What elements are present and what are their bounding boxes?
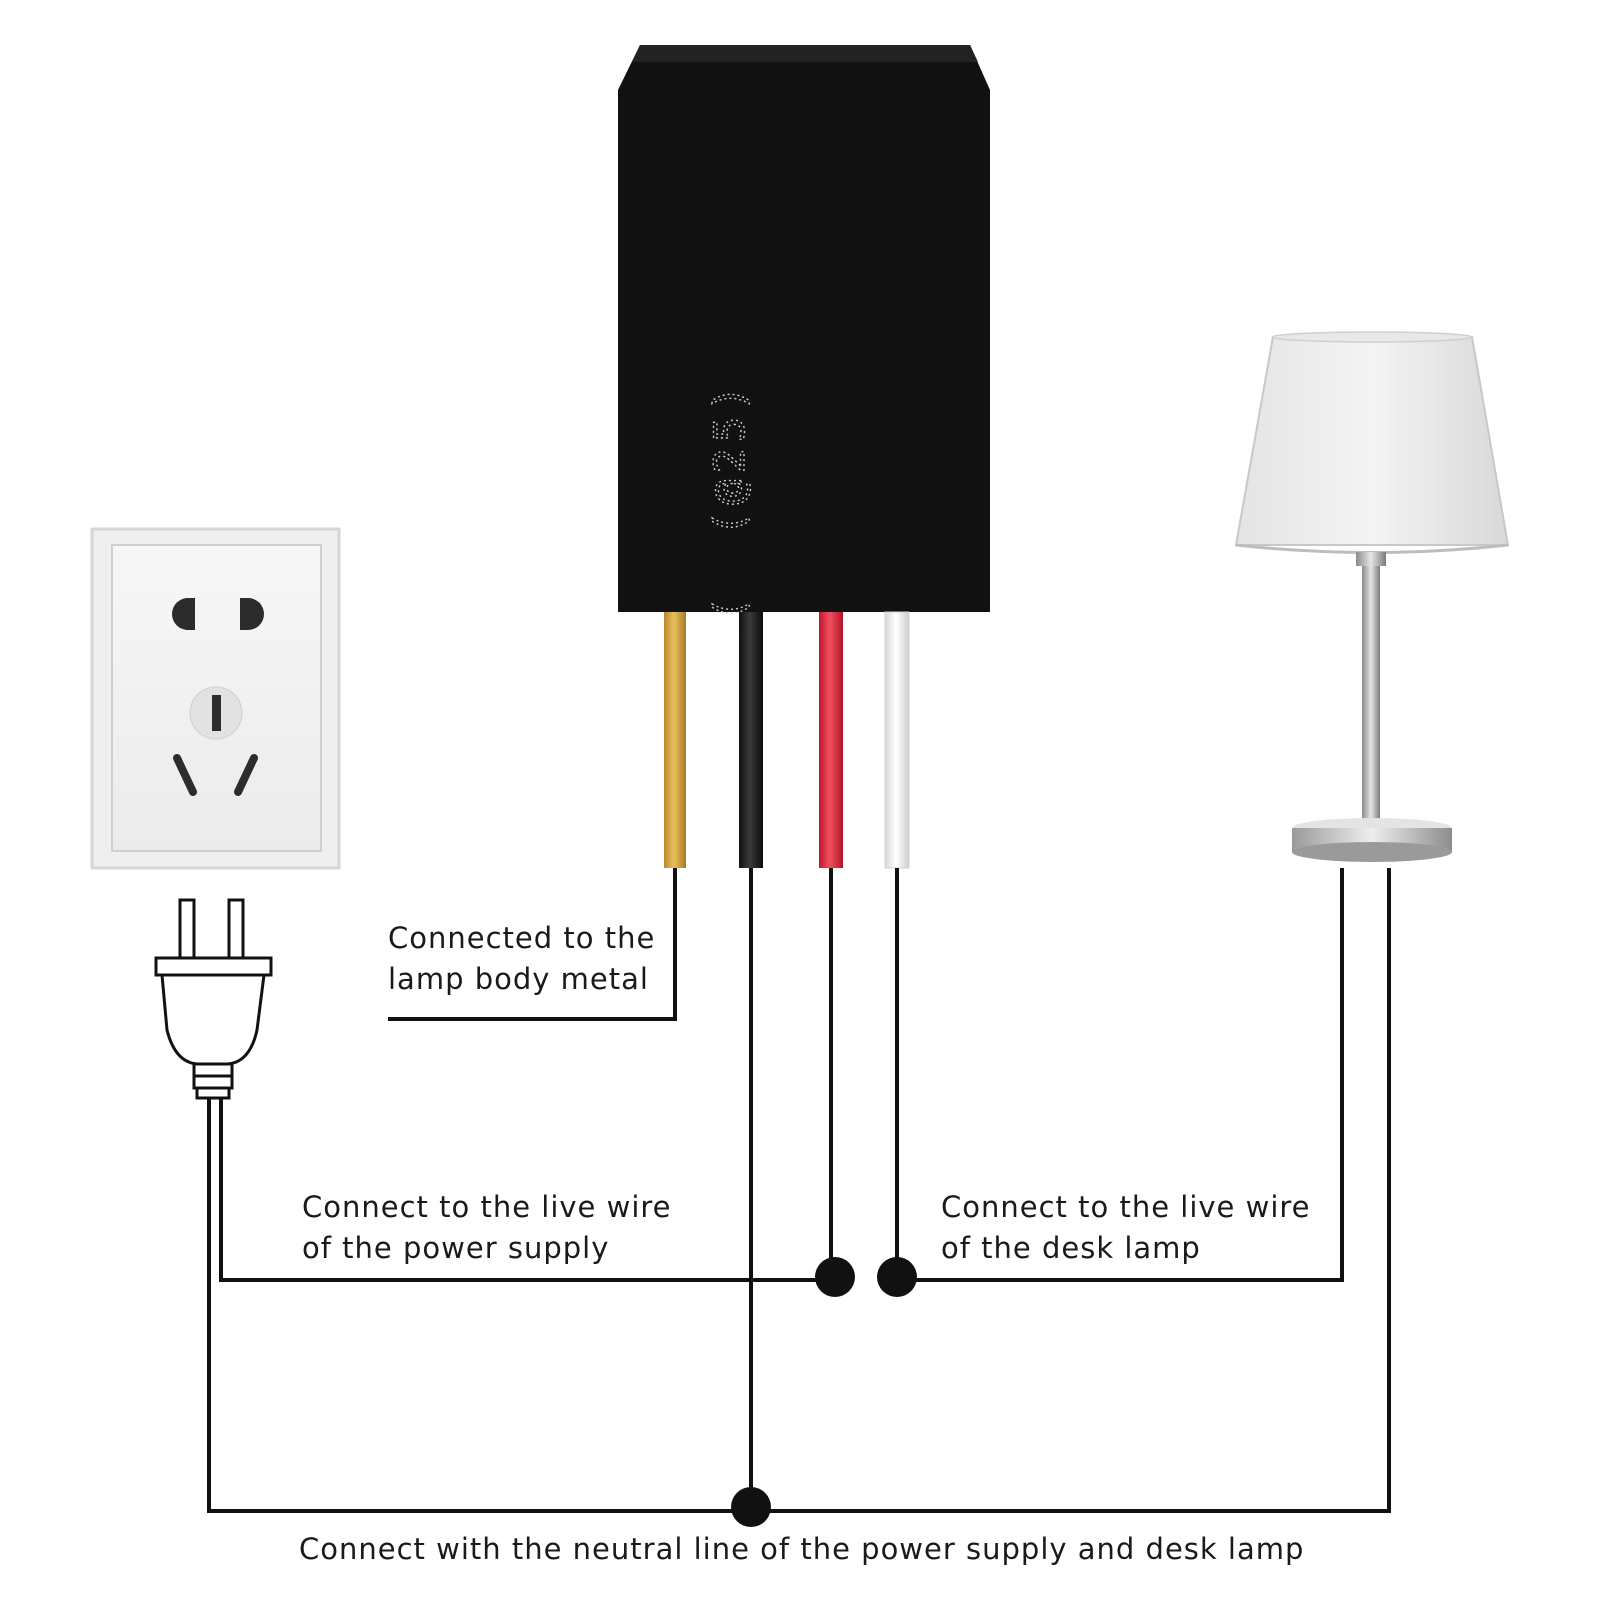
black-wire (739, 612, 763, 868)
label-live-desk-lamp: Connect to the live wire of the desk lam… (941, 1187, 1311, 1269)
label-line: of the power supply (302, 1231, 610, 1265)
label-line: lamp body metal (388, 962, 649, 996)
label-line: of the desk lamp (941, 1231, 1201, 1265)
socket-hole-right (248, 598, 264, 630)
label-lamp-body-metal: Connected to the lamp body metal (388, 918, 655, 1000)
lamp-live-line (897, 868, 1344, 1282)
label-neutral-line: Connect with the neutral line of the pow… (299, 1532, 1305, 1566)
label-line: Connect to the live wire (941, 1190, 1311, 1224)
socket-hole-slant-right (234, 754, 258, 796)
gold-wire-lead (388, 868, 677, 1021)
label-line: Connect to the live wire (302, 1190, 672, 1224)
power-live-line (219, 1098, 831, 1282)
lamp-shade (1234, 336, 1510, 546)
label-live-power-supply: Connect to the live wire of the power su… (302, 1187, 672, 1269)
connection-lines (207, 868, 1391, 1513)
wall-socket (90, 527, 341, 870)
socket-hole-left (172, 598, 188, 630)
junction-live-power (815, 1257, 855, 1297)
neutral-line (207, 868, 1391, 1513)
module-marking: (@25) (705, 380, 754, 536)
desk-lamp-icon (1234, 331, 1510, 862)
socket-hole-ground (212, 695, 221, 731)
lamp-pole (1362, 566, 1380, 828)
junction-neutral (731, 1487, 771, 1527)
plug-icon (154, 898, 273, 1100)
module-body (618, 45, 990, 612)
touch-switch-module: (@25) ( (618, 45, 990, 623)
socket-hole-slant-left (173, 754, 197, 796)
red-wire (819, 612, 843, 868)
junction-live-lamp (877, 1257, 917, 1297)
white-wire (884, 611, 910, 869)
gold-wire (664, 612, 686, 868)
label-line: Connected to the (388, 921, 656, 955)
